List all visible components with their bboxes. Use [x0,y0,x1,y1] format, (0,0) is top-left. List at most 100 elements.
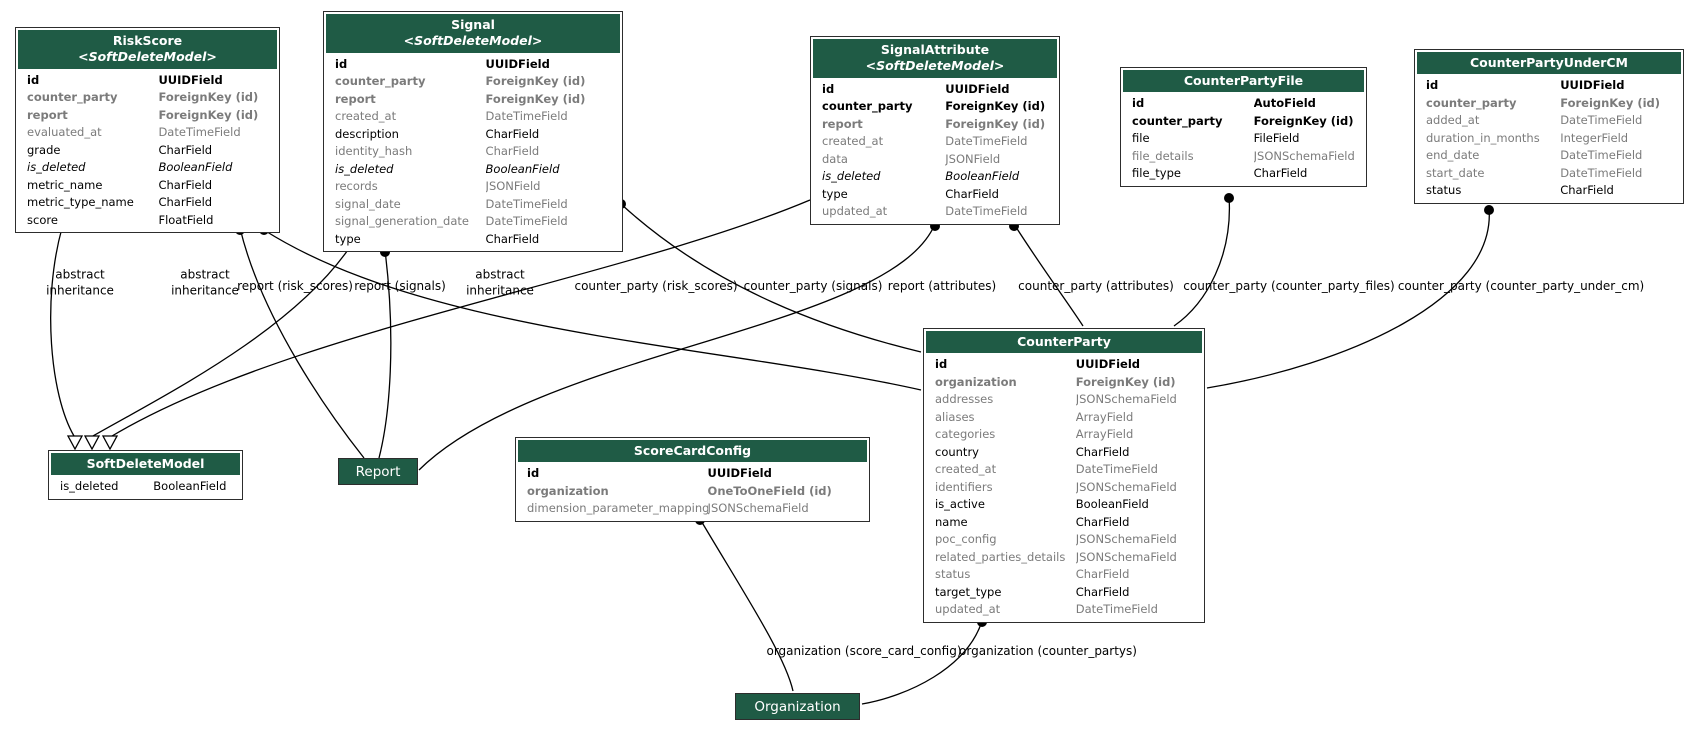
field-name: id [822,81,835,96]
field-type: CharField [1075,444,1130,459]
field-row: duration_in_months IntegerField [1417,130,1681,148]
field-type: CharField [158,195,213,209]
edge-label: counter_party (counter_party_files) [1183,279,1395,294]
field-row: file FileField [1123,130,1364,148]
entity-title: RiskScore [112,33,183,48]
field-type: OneToOneField (id) [707,483,832,498]
field-type: DateTimeField [1560,148,1643,163]
field-name: created_at [335,109,397,123]
field-name: duration_in_months [1426,130,1540,145]
field-name: updated_at [935,602,1001,617]
entity-title: SoftDeleteModel [86,456,205,471]
field-type: JSONSchemaField [1075,392,1177,407]
field-name: description [335,126,399,141]
field-name: report [27,107,68,122]
entity-header: SoftDeleteModel [51,453,240,476]
edge-label: report (attributes) [887,279,997,294]
field-type: CharField [485,231,540,246]
field-type: DateTimeField [1560,165,1643,180]
field-type: CharField [945,186,999,201]
field-type: UUIDField [1075,357,1141,372]
field-name: signal_date [335,196,401,211]
field-type: CharField [485,126,540,141]
field-name: id [935,357,948,372]
field-name: status [1426,183,1462,198]
entity-header: Signal <SoftDeleteModel> [326,14,620,53]
field-type: BooleanField [1075,497,1149,512]
field-name: is_deleted [335,161,394,176]
entity-title: ScoreCardConfig [633,443,752,458]
node-report: Report [338,458,418,485]
entity-subtitle: <SoftDeleteModel> [865,58,1005,74]
field-name: related_parties_details [935,549,1066,564]
field-name: counter_party [1132,113,1223,128]
field-name: created_at [935,462,997,477]
field-type: JSONSchemaField [1075,479,1177,494]
field-type: ForeignKey (id) [158,90,259,104]
field-name: score [27,212,58,227]
field-name: file_type [1132,166,1181,181]
field-type: JSONSchemaField [707,501,809,516]
field-name: counter_party [27,90,118,104]
entity-subtitle: <SoftDeleteModel> [403,33,543,49]
edge-counterparty-files [1173,195,1231,327]
field-row: id UUIDField [926,356,1202,374]
field-type: ForeignKey (id) [1560,95,1661,110]
field-type: UUIDField [945,81,1010,96]
edge-inheritance-signalattribute [111,199,811,437]
field-name: type [335,231,361,246]
field-type: CharField [1075,514,1130,529]
field-name: signal_generation_date [335,214,469,228]
inheritance-arrowhead [83,435,101,451]
field-row: report ForeignKey (id) [18,107,277,125]
entity-header: SignalAttribute <SoftDeleteModel> [813,39,1057,78]
field-name: id [335,56,348,71]
field-type: CharField [158,142,213,157]
edge-inheritance-signal [92,243,353,437]
field-name: identifiers [935,479,993,494]
field-name: target_type [935,584,1002,599]
field-type: ForeignKey (id) [485,91,586,106]
edge-report-risk-scores [239,227,365,459]
entity-signalattribute: SignalAttribute <SoftDeleteModel> id UUID… [810,36,1060,225]
field-type: IntegerField [1560,130,1629,145]
field-name: counter_party [335,74,426,88]
field-name: end_date [1426,148,1480,163]
field-name: file [1132,131,1150,146]
field-type: JSONField [485,179,541,193]
field-type: ForeignKey (id) [158,107,259,122]
field-type: ForeignKey (id) [485,74,586,88]
field-row: name CharField [926,514,1202,532]
field-type: UUIDField [1560,78,1625,93]
field-name: status [935,567,971,582]
field-name: name [935,514,968,529]
field-name: organization [527,483,609,498]
field-name: updated_at [822,204,888,218]
field-type: JSONSchemaField [1075,549,1177,564]
relation-dot [1484,205,1494,215]
field-type: FileField [1253,131,1300,146]
